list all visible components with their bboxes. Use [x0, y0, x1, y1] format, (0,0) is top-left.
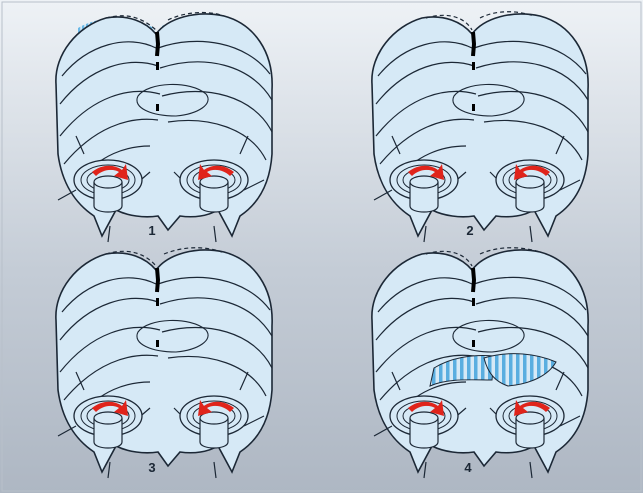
stage-2-drawing: [372, 12, 588, 242]
stage-3-drawing: [56, 248, 272, 478]
stage-2-label: 2: [460, 224, 480, 238]
stage-1-drawing: [56, 13, 272, 242]
stage-1-label: 1: [142, 224, 162, 238]
stage-3-label: 3: [142, 461, 162, 475]
stage-4-drawing: [372, 248, 588, 478]
stage-4-label: 4: [458, 461, 478, 475]
